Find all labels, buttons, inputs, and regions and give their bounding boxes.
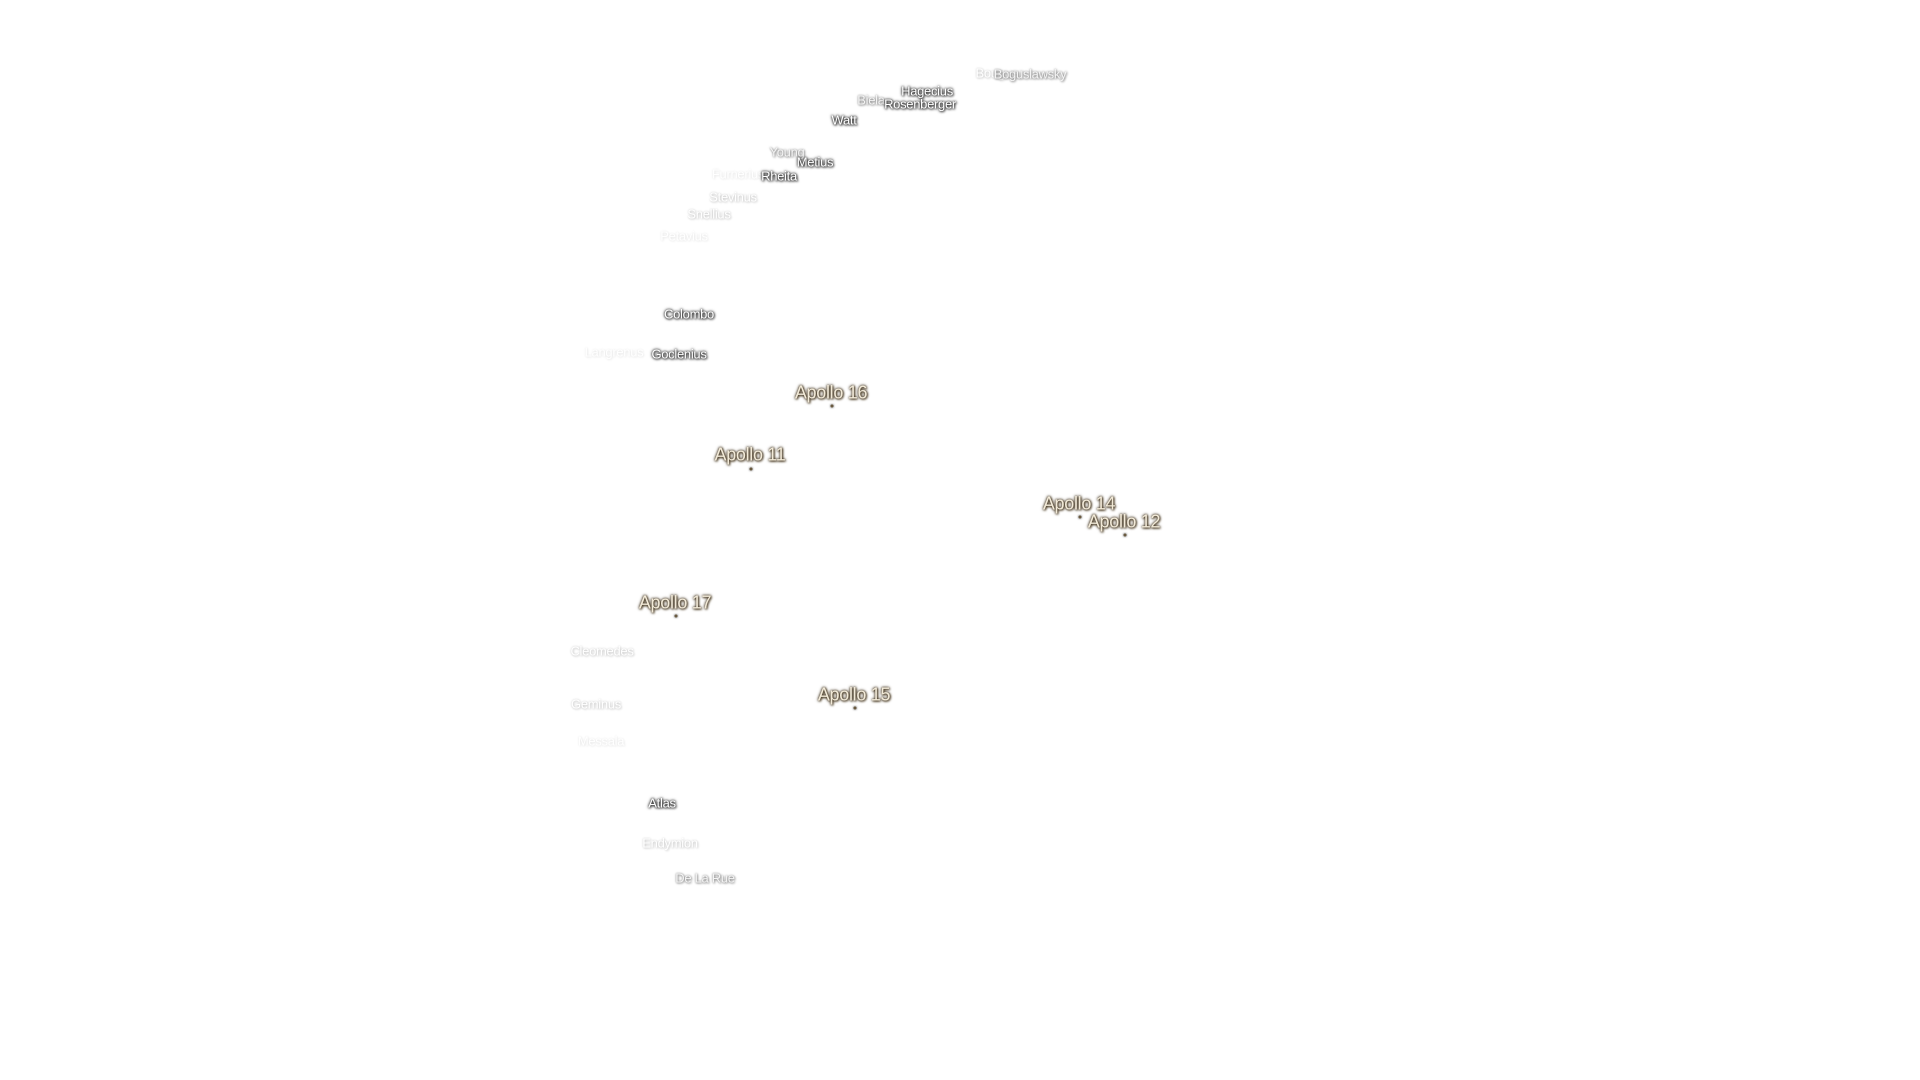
landing-site-label-apollo-11[interactable]: Apollo 11 xyxy=(714,444,786,465)
crater-label-snellius[interactable]: Snellius xyxy=(687,206,731,222)
crater-label-cleomedes[interactable]: Cleomedes xyxy=(570,643,634,659)
landing-site-marker-apollo-12[interactable] xyxy=(1123,533,1127,537)
crater-label-langrenus[interactable]: Langrenus xyxy=(584,344,644,360)
crater-label-metius[interactable]: Metius xyxy=(796,154,834,170)
crater-label-rosenberger[interactable]: Rosenberger xyxy=(884,96,956,112)
crater-label-bouguer[interactable]: Bouguer xyxy=(975,65,1023,81)
landing-site-marker-apollo-11[interactable] xyxy=(749,467,753,471)
crater-label-hagecius[interactable]: Hagecius xyxy=(901,83,953,99)
landing-site-marker-apollo-15[interactable] xyxy=(853,706,857,710)
crater-label-rheita[interactable]: Rheita xyxy=(761,168,797,184)
crater-label-endymion[interactable]: Endymion xyxy=(642,835,698,851)
landing-site-label-apollo-12[interactable]: Apollo 12 xyxy=(1087,511,1161,532)
crater-label-watt[interactable]: Watt xyxy=(831,112,857,128)
landing-site-label-apollo-16[interactable]: Apollo 16 xyxy=(794,382,868,403)
crater-label-geminus[interactable]: Geminus xyxy=(571,696,621,712)
crater-label-young[interactable]: Young xyxy=(769,144,805,160)
crater-label-goclenius[interactable]: Goclenius xyxy=(651,346,707,362)
crater-label-messala[interactable]: Messala xyxy=(577,733,625,749)
landing-site-marker-apollo-16[interactable] xyxy=(830,404,834,408)
crater-label-boguslawsky[interactable]: Boguslawsky xyxy=(993,66,1067,82)
landing-site-marker-apollo-17[interactable] xyxy=(674,614,678,618)
crater-label-petavius[interactable]: Petavius xyxy=(660,228,708,244)
landing-site-label-apollo-14[interactable]: Apollo 14 xyxy=(1042,493,1116,514)
crater-label-biela[interactable]: Biela xyxy=(857,92,885,108)
crater-label-atlas[interactable]: Atlas xyxy=(648,795,676,811)
landing-site-label-apollo-15[interactable]: Apollo 15 xyxy=(817,684,891,705)
crater-label-de-la-rue[interactable]: De La Rue xyxy=(675,870,735,886)
crater-label-colombo[interactable]: Colombo xyxy=(664,306,714,322)
crater-label-stevinus[interactable]: Stevinus xyxy=(709,189,757,205)
landing-site-marker-apollo-14[interactable] xyxy=(1078,515,1082,519)
landing-site-label-apollo-17[interactable]: Apollo 17 xyxy=(638,592,712,613)
crater-label-furnerius[interactable]: Furnerius xyxy=(711,166,765,182)
